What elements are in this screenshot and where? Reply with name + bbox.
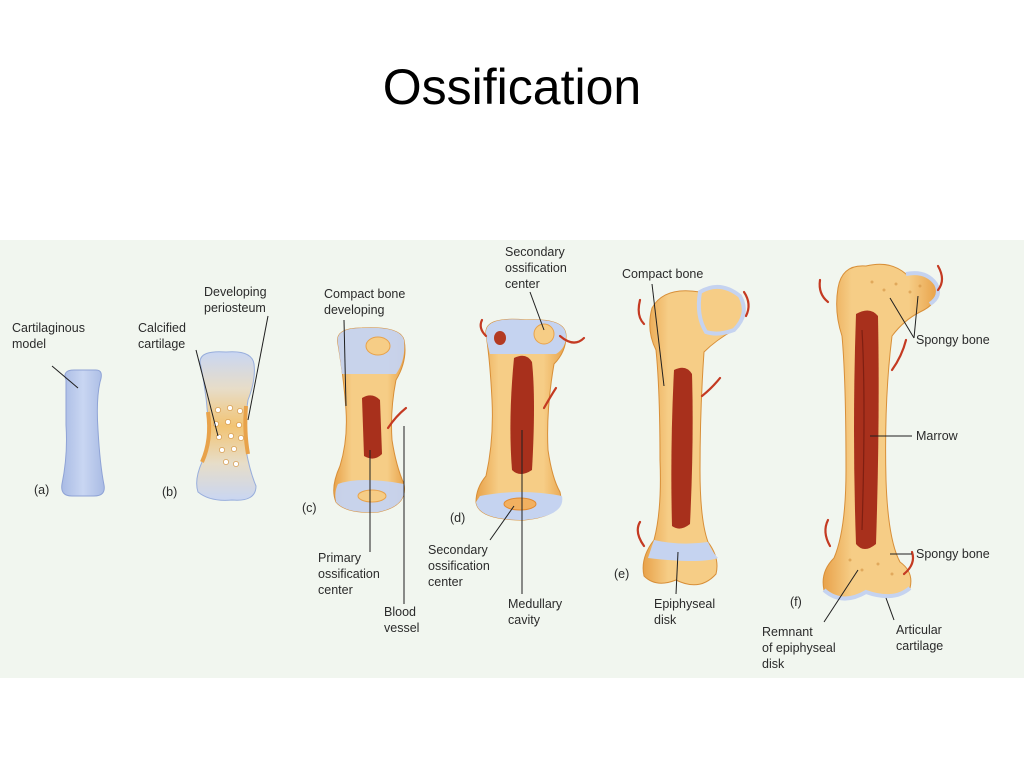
svg-text:cartilage: cartilage xyxy=(138,337,185,351)
svg-text:cavity: cavity xyxy=(508,613,541,627)
svg-text:Cartilaginous: Cartilaginous xyxy=(12,321,85,335)
svg-text:Secondary: Secondary xyxy=(505,245,566,259)
svg-text:ossification: ossification xyxy=(505,261,567,275)
stage-label-d: (d) xyxy=(450,511,465,525)
svg-text:ossification: ossification xyxy=(318,567,380,581)
svg-text:Marrow: Marrow xyxy=(916,429,959,443)
svg-text:Articular: Articular xyxy=(896,623,942,637)
svg-text:Epiphyseal: Epiphyseal xyxy=(654,597,715,611)
stage-label-b: (b) xyxy=(162,485,177,499)
label-marrow: Marrow xyxy=(870,429,959,443)
svg-text:Spongy bone: Spongy bone xyxy=(916,333,990,347)
svg-text:Primary: Primary xyxy=(318,551,362,565)
svg-text:Spongy bone: Spongy bone xyxy=(916,547,990,561)
svg-text:vessel: vessel xyxy=(384,621,419,635)
label-spongy-bone-bottom: Spongy bone xyxy=(890,547,990,561)
label-secondary-ossification-center-top: Secondary ossification center xyxy=(505,245,567,331)
label-remnant-epiphyseal-disk: Remnant of epiphyseal disk xyxy=(762,569,859,671)
ossification-diagram: Cartilaginous model (a) Calcified cartil… xyxy=(12,245,990,671)
svg-text:center: center xyxy=(428,575,463,589)
svg-text:Developing: Developing xyxy=(204,285,267,299)
svg-text:developing: developing xyxy=(324,303,385,317)
ossification-figure: Cartilaginous model (a) Calcified cartil… xyxy=(0,240,1024,678)
stage-label-e: (e) xyxy=(614,567,629,581)
svg-text:Blood: Blood xyxy=(384,605,416,619)
svg-text:Medullary: Medullary xyxy=(508,597,563,611)
label-compact-bone-developing: Compact bone developing xyxy=(324,287,405,407)
stage-c-primary-ossification xyxy=(333,327,408,513)
stage-f-mature-bone xyxy=(818,263,944,601)
label-calcified-cartilage: Calcified cartilage xyxy=(138,321,219,437)
label-blood-vessel: Blood vessel xyxy=(384,426,419,635)
svg-text:ossification: ossification xyxy=(428,559,490,573)
svg-text:cartilage: cartilage xyxy=(896,639,943,653)
stage-b-calcified-cartilage xyxy=(196,351,257,501)
svg-text:Remnant: Remnant xyxy=(762,625,813,639)
label-epiphyseal-disk: Epiphyseal disk xyxy=(654,551,715,627)
svg-text:center: center xyxy=(318,583,353,597)
svg-text:center: center xyxy=(505,277,540,291)
svg-text:of epiphyseal: of epiphyseal xyxy=(762,641,836,655)
svg-text:Calcified: Calcified xyxy=(138,321,186,335)
slide-title: Ossification xyxy=(382,59,642,115)
stage-d-secondary-ossification xyxy=(475,318,586,521)
stage-label-c: (c) xyxy=(302,501,317,515)
label-primary-ossification-center: Primary ossification center xyxy=(318,450,380,597)
label-medullary-cavity: Medullary cavity xyxy=(508,430,563,627)
stage-label-a: (a) xyxy=(34,483,49,497)
svg-text:model: model xyxy=(12,337,46,351)
svg-text:disk: disk xyxy=(654,613,677,627)
svg-text:periosteum: periosteum xyxy=(204,301,266,315)
label-cartilaginous-model: Cartilaginous model xyxy=(12,321,85,389)
label-spongy-bone-top: Spongy bone xyxy=(889,295,990,347)
label-secondary-ossification-center-bottom: Secondary ossification center xyxy=(428,505,515,589)
svg-text:Compact bone: Compact bone xyxy=(324,287,405,301)
label-compact-bone: Compact bone xyxy=(622,267,703,387)
label-articular-cartilage: Articular cartilage xyxy=(885,597,943,653)
stage-label-f: (f) xyxy=(790,595,802,609)
svg-text:Compact bone: Compact bone xyxy=(622,267,703,281)
stage-a-cartilage-model xyxy=(61,369,105,497)
label-developing-periosteum: Developing periosteum xyxy=(204,285,269,421)
svg-text:Secondary: Secondary xyxy=(428,543,489,557)
stage-e-growing-bone xyxy=(636,284,750,586)
svg-text:disk: disk xyxy=(762,657,785,671)
